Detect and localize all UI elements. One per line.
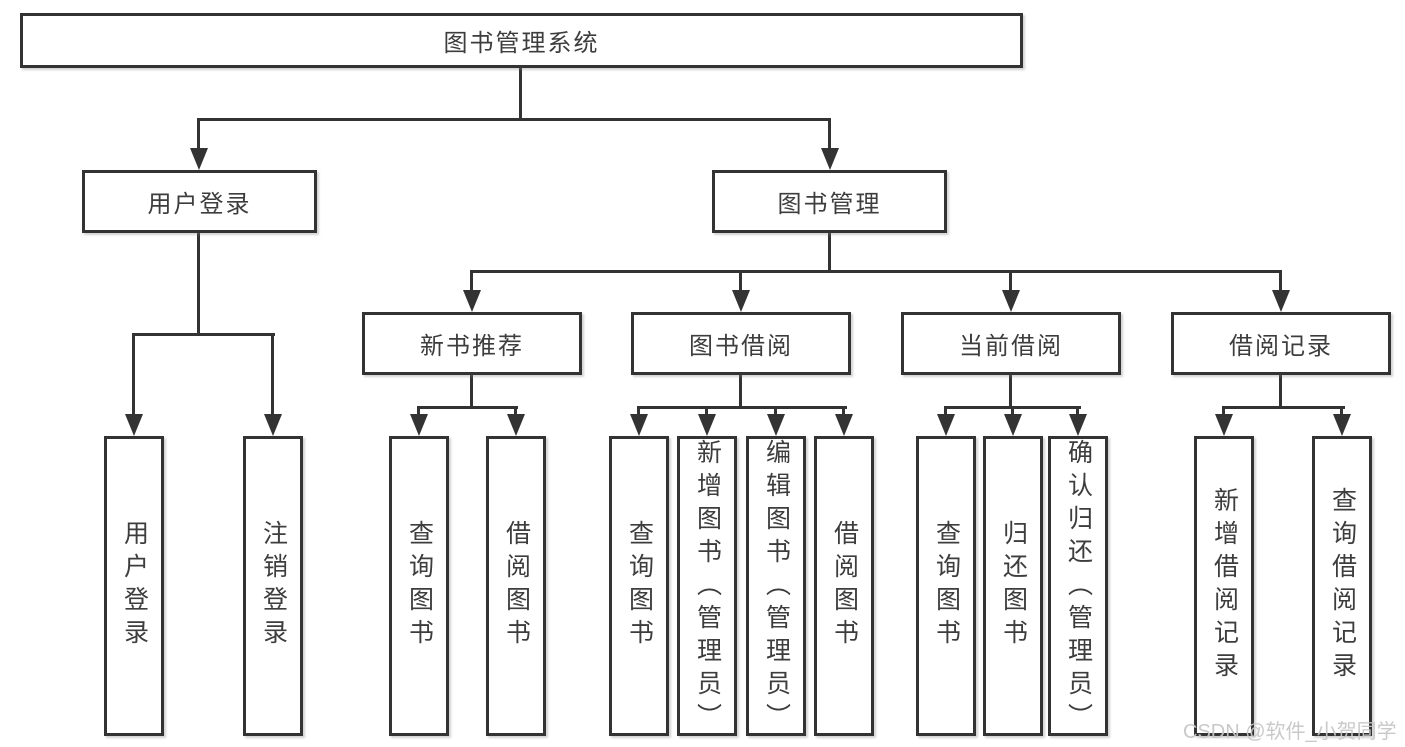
node-borrow-records-label: 借阅记录 bbox=[1229, 333, 1333, 360]
connector-current-borrow-stem bbox=[1009, 375, 1012, 409]
leaf-cb-confirm-return-admin: 确认归还（管理员） bbox=[1048, 436, 1108, 736]
arrow-down-icon bbox=[507, 414, 525, 436]
leaf-bb-query-books: 查询图书 bbox=[609, 436, 669, 736]
leaf-user-login: 用户登录 bbox=[104, 436, 164, 736]
leaf-br-add-record: 新增借阅记录 bbox=[1194, 436, 1254, 736]
arrow-down-icon bbox=[410, 414, 428, 436]
connector-drop-current-borrow bbox=[1009, 270, 1012, 294]
arrow-down-icon bbox=[732, 290, 750, 312]
connector-book-borrow-stem bbox=[739, 375, 742, 409]
connector-borrow-records-hline bbox=[1222, 406, 1345, 409]
arrow-down-icon bbox=[1215, 414, 1233, 436]
connector-drop-borrow-records bbox=[1279, 270, 1282, 294]
connector-root-hline bbox=[197, 118, 831, 121]
node-current-borrow-label: 当前借阅 bbox=[959, 333, 1063, 360]
connector-drop-book-borrow bbox=[739, 270, 742, 294]
connector-drop-leaf bbox=[1011, 406, 1014, 418]
leaf-cb-confirm-return-admin-label: 确认归还（管理员） bbox=[1064, 439, 1093, 736]
leaf-bb-borrow-books: 借阅图书 bbox=[814, 436, 874, 736]
arrow-down-icon bbox=[937, 414, 955, 436]
leaf-bb-add-books-admin: 新增图书（管理员） bbox=[677, 436, 737, 736]
leaf-cb-return-books: 归还图书 bbox=[983, 436, 1043, 736]
leaf-br-query-record: 查询借阅记录 bbox=[1312, 436, 1372, 736]
arrow-down-icon bbox=[190, 148, 208, 170]
arrow-down-icon bbox=[767, 414, 785, 436]
leaf-logout: 注销登录 bbox=[243, 436, 303, 736]
connector-borrow-records-stem bbox=[1279, 375, 1282, 409]
node-root-label: 图书管理系统 bbox=[443, 30, 600, 57]
connector-drop-new-book bbox=[470, 270, 473, 294]
node-book-borrow: 图书借阅 bbox=[631, 312, 851, 375]
connector-new-book-hline bbox=[417, 406, 518, 409]
connector-book-borrow-hline bbox=[637, 406, 847, 409]
connector-new-book-stem bbox=[470, 375, 473, 409]
arrow-down-icon bbox=[1002, 290, 1020, 312]
connector-book-mgmt-hline bbox=[470, 270, 1282, 273]
connector-root-stem bbox=[519, 68, 522, 120]
node-book-mgmt-label: 图书管理 bbox=[777, 191, 882, 218]
node-user-login-label: 用户登录 bbox=[147, 191, 252, 218]
node-borrow-records: 借阅记录 bbox=[1171, 312, 1391, 375]
leaf-bb-edit-books-admin: 编辑图书（管理员） bbox=[746, 436, 806, 736]
leaf-bb-edit-books-admin-label: 编辑图书（管理员） bbox=[762, 439, 791, 736]
leaf-cb-return-books-label: 归还图书 bbox=[999, 520, 1028, 652]
arrow-down-icon bbox=[125, 414, 143, 436]
node-user-login: 用户登录 bbox=[82, 170, 317, 233]
node-new-book-rec: 新书推荐 bbox=[362, 312, 582, 375]
arrow-down-icon bbox=[630, 414, 648, 436]
connector-drop-leaf bbox=[417, 406, 420, 418]
arrow-down-icon bbox=[1004, 414, 1022, 436]
leaf-cb-query-books: 查询图书 bbox=[916, 436, 976, 736]
node-book-borrow-label: 图书借阅 bbox=[689, 333, 793, 360]
leaf-nb-borrow-books: 借阅图书 bbox=[486, 436, 546, 736]
connector-book-mgmt-stem bbox=[828, 233, 831, 273]
leaf-user-login-label: 用户登录 bbox=[120, 520, 149, 652]
leaf-nb-borrow-books-label: 借阅图书 bbox=[502, 520, 531, 652]
connector-drop-leaf bbox=[1076, 406, 1079, 418]
node-new-book-rec-label: 新书推荐 bbox=[420, 333, 524, 360]
connector-drop-user-login bbox=[197, 118, 200, 156]
leaf-cb-query-books-label: 查询图书 bbox=[932, 520, 961, 652]
connector-user-login-stem bbox=[197, 233, 200, 336]
leaf-logout-label: 注销登录 bbox=[259, 520, 288, 652]
connector-drop-login bbox=[132, 333, 135, 423]
arrow-down-icon bbox=[463, 290, 481, 312]
leaf-bb-borrow-books-label: 借阅图书 bbox=[830, 520, 859, 652]
connector-drop-leaf bbox=[705, 406, 708, 418]
connector-user-login-hline bbox=[132, 333, 275, 336]
connector-drop-logout bbox=[271, 333, 274, 423]
arrow-down-icon bbox=[1333, 414, 1351, 436]
leaf-nb-query-books: 查询图书 bbox=[389, 436, 449, 736]
connector-drop-leaf bbox=[637, 406, 640, 418]
connector-drop-leaf bbox=[944, 406, 947, 418]
node-book-mgmt: 图书管理 bbox=[712, 170, 947, 233]
connector-drop-book-mgmt bbox=[828, 118, 831, 156]
connector-drop-leaf bbox=[1340, 406, 1343, 418]
connector-drop-leaf bbox=[842, 406, 845, 418]
arrow-down-icon bbox=[1069, 414, 1087, 436]
node-current-borrow: 当前借阅 bbox=[901, 312, 1121, 375]
csdn-watermark: CSDN @软件_小贺同学 bbox=[1183, 721, 1397, 743]
node-root: 图书管理系统 bbox=[20, 13, 1023, 68]
arrow-down-icon bbox=[821, 148, 839, 170]
leaf-nb-query-books-label: 查询图书 bbox=[405, 520, 434, 652]
arrow-down-icon bbox=[698, 414, 716, 436]
arrow-down-icon bbox=[264, 414, 282, 436]
arrow-down-icon bbox=[1272, 290, 1290, 312]
arrow-down-icon bbox=[835, 414, 853, 436]
connector-drop-leaf bbox=[514, 406, 517, 418]
leaf-br-query-record-label: 查询借阅记录 bbox=[1328, 487, 1357, 685]
leaf-bb-query-books-label: 查询图书 bbox=[625, 520, 654, 652]
connector-drop-leaf bbox=[774, 406, 777, 418]
leaf-bb-add-books-admin-label: 新增图书（管理员） bbox=[693, 439, 722, 736]
connector-drop-leaf bbox=[1222, 406, 1225, 418]
leaf-br-add-record-label: 新增借阅记录 bbox=[1210, 487, 1239, 685]
